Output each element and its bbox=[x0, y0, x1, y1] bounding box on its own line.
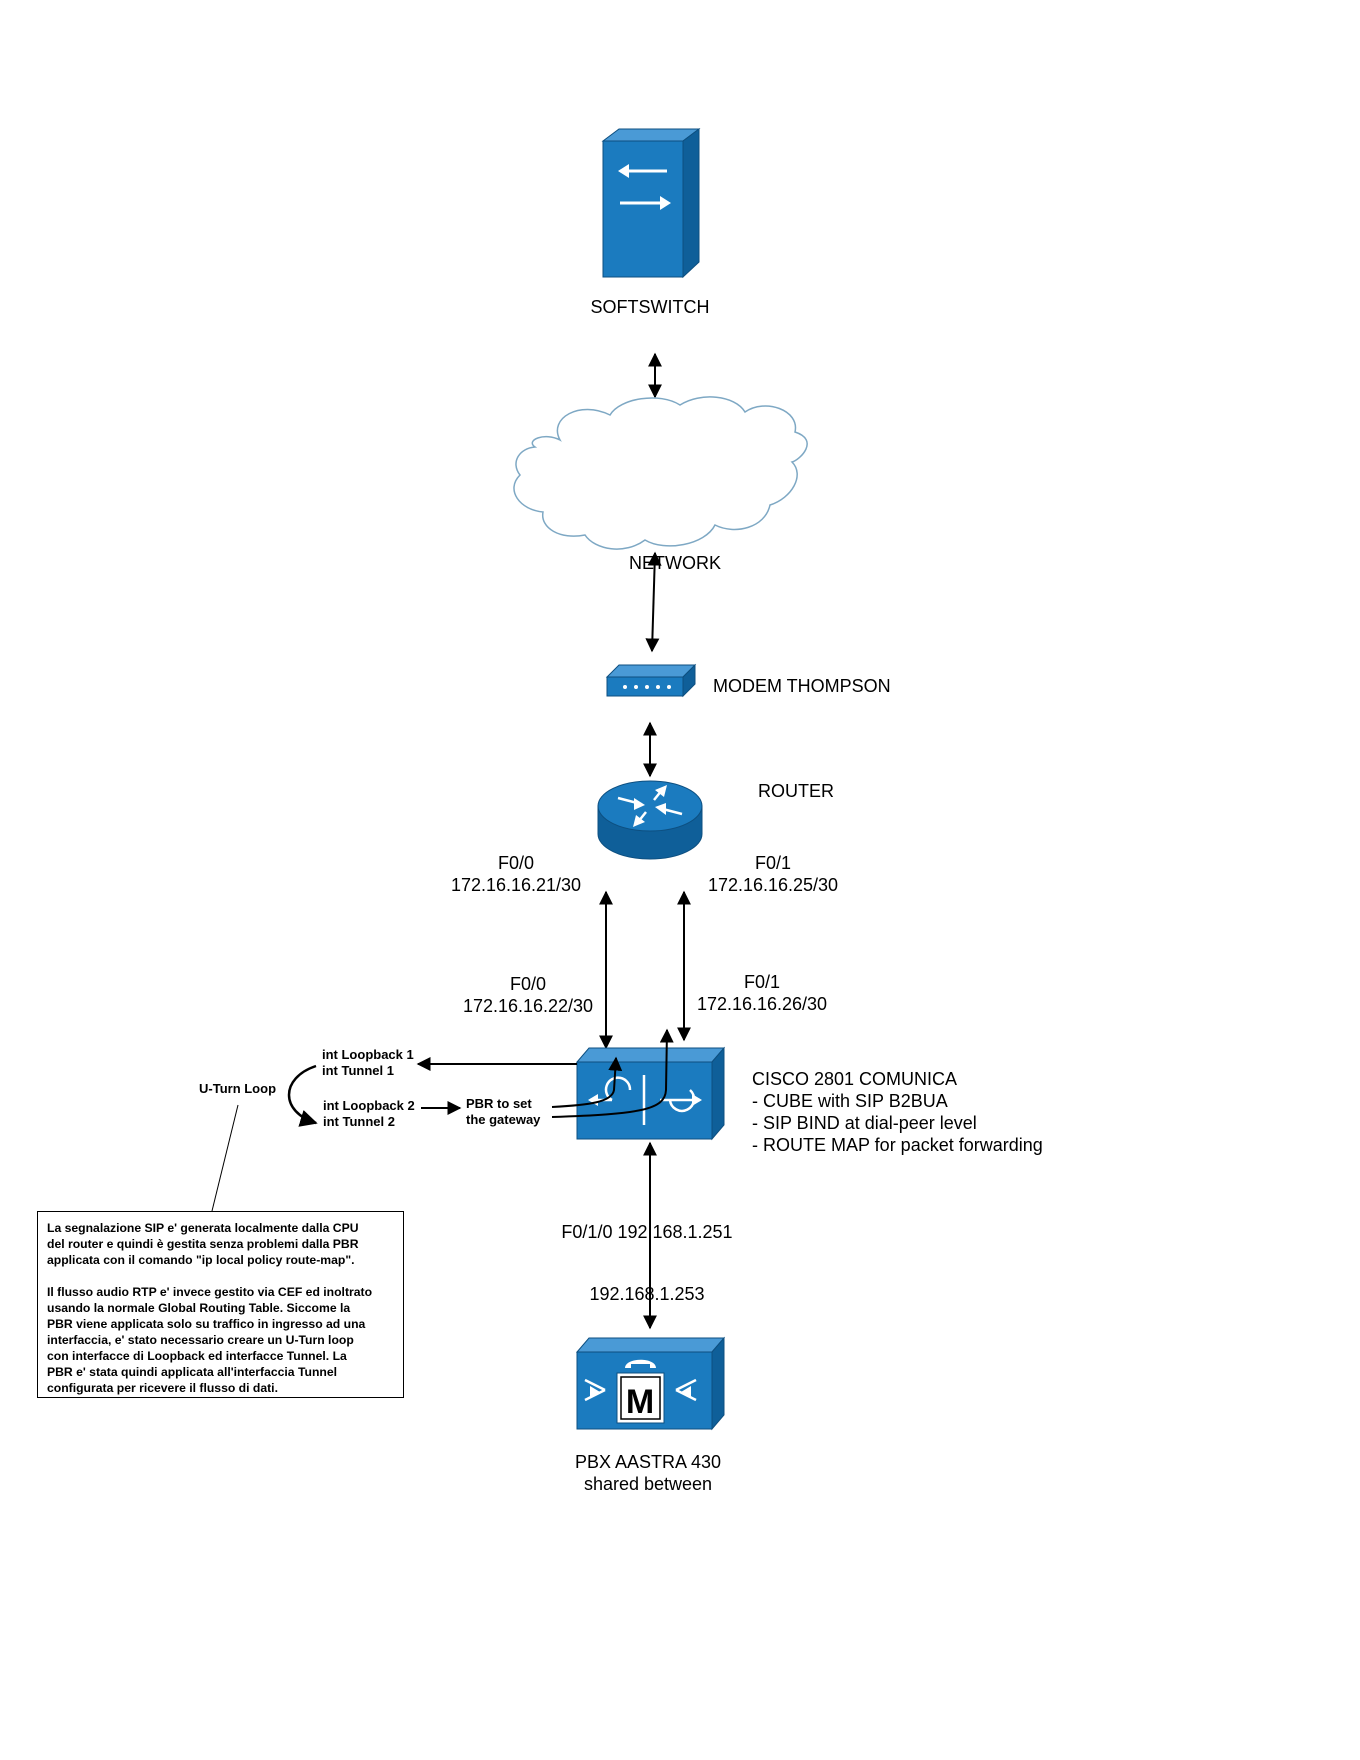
note-paragraph-2: Il flusso audio RTP e' invece gestito vi… bbox=[47, 1285, 373, 1395]
note-paragraph-1: La segnalazione SIP e' generata localmen… bbox=[47, 1221, 359, 1267]
cisco-description: CISCO 2801 COMUNICA - CUBE with SIP B2BU… bbox=[752, 1068, 1043, 1156]
cisco-f00-ip: 172.16.16.22/30 bbox=[462, 996, 594, 1016]
uturn-callout-line bbox=[211, 1104, 239, 1212]
router-f00-ip: 172.16.16.21/30 bbox=[450, 875, 582, 895]
voice-gateway-icon bbox=[575, 1046, 726, 1141]
server-icon bbox=[601, 128, 701, 279]
router-icon bbox=[597, 780, 703, 860]
cisco-f01-ip: 172.16.16.26/30 bbox=[696, 994, 828, 1014]
modem-label: MODEM THOMPSON bbox=[713, 676, 891, 696]
tunnel1-label: int Tunnel 1 bbox=[322, 1063, 394, 1078]
explanation-note: La segnalazione SIP e' generata localmen… bbox=[37, 1211, 404, 1398]
pbr-label-2: the gateway bbox=[466, 1112, 541, 1127]
softswitch-label: SOFTSWITCH bbox=[590, 297, 710, 317]
uturn-curve bbox=[287, 1064, 318, 1127]
pbr-path-2 bbox=[551, 1028, 674, 1118]
cisco-line-2: - SIP BIND at dial-peer level bbox=[752, 1113, 977, 1133]
cisco-f01-name: F0/1 bbox=[743, 972, 781, 992]
network-label: NETWORK bbox=[629, 553, 721, 573]
pbx-label-1: PBX AASTRA 430 bbox=[574, 1452, 722, 1472]
loopback1-label: int Loopback 1 bbox=[322, 1047, 414, 1062]
pbr-label-1: PBR to set bbox=[466, 1096, 532, 1111]
cisco-title: CISCO 2801 COMUNICA bbox=[752, 1069, 958, 1089]
pbx-icon: M bbox=[575, 1336, 726, 1431]
pbx-ip-label: 192.168.1.253 bbox=[589, 1284, 705, 1304]
cisco-line-3: - ROUTE MAP for packet forwarding bbox=[752, 1135, 1043, 1155]
tunnel2-label: int Tunnel 2 bbox=[323, 1114, 395, 1129]
uturn-label: U-Turn Loop bbox=[199, 1081, 277, 1096]
cisco-f010-label: F0/1/0 192.168.1.251 bbox=[561, 1222, 733, 1242]
pbx-glyph: M bbox=[626, 1383, 654, 1421]
router-f01-name: F0/1 bbox=[754, 853, 792, 873]
pbr-path-1 bbox=[551, 1056, 623, 1108]
cisco-f00-name: F0/0 bbox=[509, 974, 547, 994]
cisco-line-1: - CUBE with SIP B2BUA bbox=[752, 1091, 948, 1111]
pbx-label-2: shared between bbox=[583, 1474, 713, 1494]
link-network-modem bbox=[645, 551, 662, 653]
modem-icon bbox=[605, 663, 697, 698]
router-f00-name: F0/0 bbox=[497, 853, 535, 873]
router-label: ROUTER bbox=[758, 781, 834, 801]
router-f01-ip: 172.16.16.25/30 bbox=[707, 875, 839, 895]
loopback2-label: int Loopback 2 bbox=[323, 1098, 415, 1113]
cloud-icon bbox=[513, 396, 808, 550]
